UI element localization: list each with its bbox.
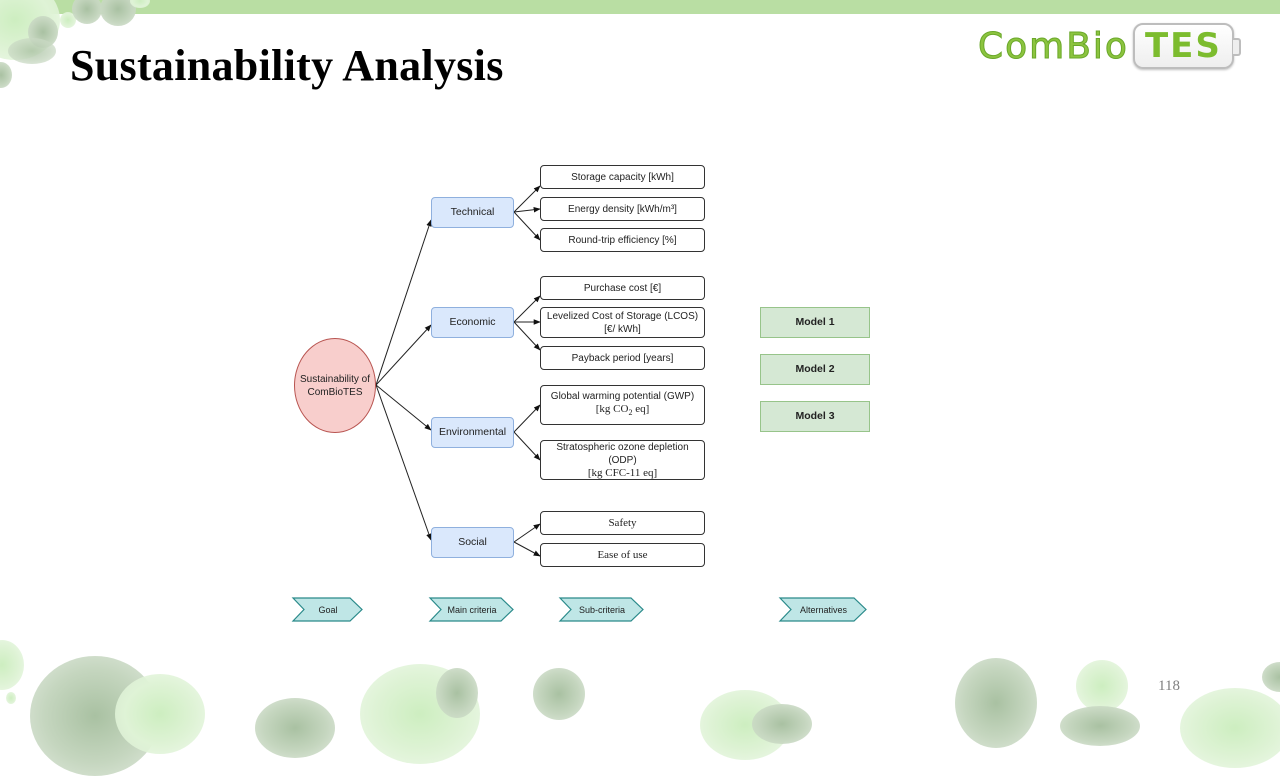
sub-criterion-payback-period[interactable]: Payback period [years] <box>540 346 705 370</box>
sub-criterion-label: Purchase cost [€] <box>583 282 662 294</box>
edge-technical-sub2 <box>513 206 541 213</box>
alternative-label: Model 1 <box>795 316 835 328</box>
goal-label-line2: ComBioTES <box>307 386 363 398</box>
sub-criterion-lcos[interactable]: Levelized Cost of Storage (LCOS) [€/ kWh… <box>540 307 705 338</box>
sub-criterion-label: Stratospheric ozone depletion (ODP) <box>556 441 689 466</box>
main-criterion-social[interactable]: Social <box>431 527 514 558</box>
edge-environmental-sub2 <box>513 431 541 461</box>
edge-goal-environmental <box>375 384 432 431</box>
main-criterion-label: Economic <box>449 316 496 328</box>
edge-goal-social <box>375 384 432 541</box>
alternative-model-2[interactable]: Model 2 <box>760 354 870 385</box>
level-chevron-alternatives <box>778 597 867 622</box>
sub-criterion-odp[interactable]: Stratospheric ozone depletion (ODP) [kg … <box>540 440 705 480</box>
edge-social-sub2 <box>513 541 541 557</box>
sub-criterion-round-trip-efficiency[interactable]: Round-trip efficiency [%] <box>540 228 705 252</box>
sub-criterion-label: Global warming potential (GWP) <box>550 391 695 403</box>
sub-criterion-safety[interactable]: Safety <box>540 511 705 535</box>
goal-label-line1: Sustainability of <box>299 373 371 385</box>
edge-technical-sub1 <box>513 185 541 213</box>
level-chevron-goal <box>291 597 363 622</box>
main-criterion-label: Environmental <box>438 426 507 438</box>
alternative-label: Model 2 <box>795 363 835 375</box>
sub-criterion-energy-density[interactable]: Energy density [kWh/m³] <box>540 197 705 221</box>
main-criterion-label: Technical <box>450 206 495 218</box>
edge-environmental-sub1 <box>513 404 541 433</box>
sub-criterion-label: Storage capacity [kWh] <box>571 171 674 183</box>
logo-text-combio: ComBio <box>978 25 1129 67</box>
sub-criterion-label: Levelized Cost of Storage (LCOS) <box>546 310 699 322</box>
sub-criterion-purchase-cost[interactable]: Purchase cost [€] <box>540 276 705 300</box>
main-criterion-economic[interactable]: Economic <box>431 307 514 338</box>
edge-goal-technical <box>375 219 432 386</box>
sub-criterion-gwp[interactable]: Global warming potential (GWP) [kg CO2 e… <box>540 385 705 425</box>
diagram-connectors <box>291 185 867 622</box>
edge-goal-economic <box>375 324 432 386</box>
sub-criterion-storage-capacity[interactable]: Storage capacity [kWh] <box>540 165 705 189</box>
alternative-label: Model 3 <box>795 410 835 422</box>
level-chevron-main-criteria <box>428 597 514 622</box>
sub-criterion-unit: [kg CFC-11 eq] <box>587 466 658 479</box>
combiotes-logo: ComBio TES <box>978 22 1241 70</box>
sub-criterion-unit: [€/ kWh] <box>604 323 641 335</box>
sub-criterion-label: Ease of use <box>597 548 648 561</box>
top-accent-bar <box>0 0 1280 14</box>
sub-criterion-unit: [kg CO2 eq] <box>595 403 650 418</box>
sub-criterion-label: Round-trip efficiency [%] <box>568 234 677 246</box>
battery-icon: TES <box>1132 23 1241 69</box>
sub-criterion-ease-of-use[interactable]: Ease of use <box>540 543 705 567</box>
edge-economic-sub1 <box>513 295 541 323</box>
sub-criterion-label: Energy density [kWh/m³] <box>568 203 677 215</box>
edge-technical-sub3 <box>513 211 541 241</box>
level-label-alternatives: Alternatives <box>799 604 848 615</box>
alternative-model-1[interactable]: Model 1 <box>760 307 870 338</box>
page-number: 118 <box>1158 678 1180 694</box>
slide-title: Sustainability Analysis <box>70 41 504 90</box>
level-chevron-sub-criteria <box>558 597 644 622</box>
battery-terminal <box>1232 38 1241 56</box>
edge-social-sub1 <box>513 523 541 543</box>
sub-criterion-label: Safety <box>608 516 637 529</box>
level-label-sub-criteria: Sub-criteria <box>578 604 625 615</box>
main-criterion-environmental[interactable]: Environmental <box>431 417 514 448</box>
level-label-main-criteria: Main criteria <box>447 604 497 615</box>
logo-text-tes: TES <box>1144 26 1222 66</box>
level-label-goal: Goal <box>318 604 338 615</box>
edge-economic-sub3 <box>513 321 541 351</box>
main-criterion-label: Social <box>458 536 487 548</box>
alternative-model-3[interactable]: Model 3 <box>760 401 870 432</box>
main-criterion-technical[interactable]: Technical <box>431 197 514 228</box>
goal-node[interactable]: Sustainability of ComBioTES <box>294 338 376 433</box>
sub-criterion-label: Payback period [years] <box>571 352 674 364</box>
